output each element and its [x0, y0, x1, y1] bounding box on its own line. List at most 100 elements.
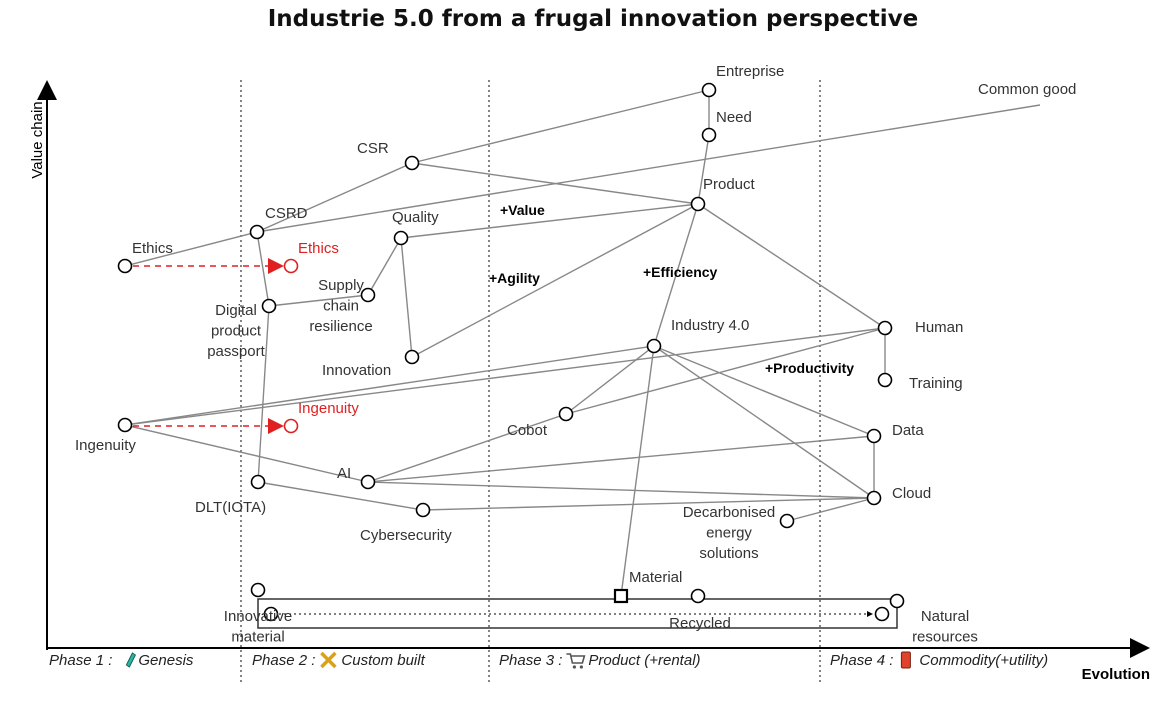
- node-training[interactable]: Training: [877, 372, 963, 393]
- edge-quality-product: [400, 203, 699, 239]
- material-cycle-box: [257, 598, 898, 629]
- x-axis-label: Evolution: [1082, 666, 1150, 683]
- node-label: DLT(IOTA): [195, 499, 266, 516]
- edge-product-industry40: [653, 203, 699, 347]
- node-marker: [877, 372, 893, 388]
- node-marker: [701, 82, 717, 98]
- edge-ingenuity-ai: [124, 424, 369, 483]
- node-innovation[interactable]: Innovation: [322, 349, 420, 380]
- edge-csr-entreprise: [411, 89, 710, 164]
- edge-supply-quality: [367, 237, 402, 296]
- node-marker: [779, 513, 795, 529]
- node-label: Cloud: [892, 485, 931, 502]
- phase-name: Product (+rental): [588, 652, 700, 669]
- node-ethics[interactable]: Ethics: [117, 240, 173, 274]
- node-ai[interactable]: AI: [337, 465, 376, 490]
- phase-3: Phase 3 :Product (+rental): [499, 652, 701, 669]
- phase-labels: Phase 1 :Genesis Phase 2 :Custom built Pha…: [49, 651, 1048, 669]
- edge-ingenuity-industry40: [124, 345, 655, 426]
- edge-industry40-material: [620, 345, 655, 597]
- node-label: Ingenuity: [298, 400, 359, 417]
- node-label: energy: [706, 525, 752, 542]
- node-label: AI: [337, 465, 351, 482]
- test-tube-icon: [125, 652, 137, 668]
- node-label: Cybersecurity: [360, 527, 452, 544]
- node-marker: [558, 406, 574, 422]
- node-marker: [117, 258, 133, 274]
- node-marker: [701, 127, 717, 143]
- node-marker: [866, 428, 882, 444]
- node-label: Decarbonised: [683, 504, 776, 521]
- node-need[interactable]: Need: [701, 109, 752, 143]
- tools-icon: [320, 651, 337, 669]
- edge-ai-data: [367, 435, 875, 483]
- node-marker: [117, 417, 133, 433]
- node-marker: [404, 349, 420, 365]
- node-label: Material: [629, 569, 682, 586]
- annotation-label: +Agility: [489, 270, 540, 286]
- node-marker: [250, 582, 266, 598]
- node-marker: [249, 224, 265, 240]
- node-marker: [877, 320, 893, 336]
- edge-dpp-supply: [268, 294, 369, 307]
- node-label: product: [211, 323, 262, 340]
- edge-csrd-csr: [256, 162, 413, 233]
- node-human[interactable]: Human: [877, 319, 964, 336]
- edge-need-product: [697, 134, 710, 205]
- node-label: Product: [703, 176, 756, 193]
- node-label: Digital: [215, 302, 257, 319]
- battery-icon: [900, 651, 911, 669]
- annotation-label: +Efficiency: [643, 264, 718, 280]
- node-cloud[interactable]: Cloud: [866, 485, 932, 506]
- phase-name: Genesis: [138, 652, 194, 669]
- node-industry40[interactable]: Industry 4.0: [646, 317, 750, 354]
- node-cyber[interactable]: Cybersecurity: [360, 502, 452, 545]
- edge-industry40-cloud: [653, 345, 875, 499]
- node-ethics-future[interactable]: Ethics: [283, 240, 339, 274]
- node-label: Supply: [318, 277, 364, 294]
- node-csrd[interactable]: CSRD: [249, 205, 308, 240]
- node-label: Cobot: [507, 422, 548, 439]
- node-label: Quality: [392, 209, 439, 226]
- annotation-label: +Productivity: [765, 360, 854, 376]
- phase-name: Commodity(+utility): [919, 652, 1048, 669]
- node-material[interactable]: Material: [613, 569, 682, 604]
- node-ingenuity[interactable]: Ingenuity: [75, 417, 136, 455]
- node-marker: [360, 287, 376, 303]
- phase-2: Phase 2 :Custom built: [252, 651, 426, 669]
- edge-innovation-product: [411, 203, 699, 358]
- node-cobot[interactable]: Cobot: [507, 406, 574, 440]
- edge-csrd-dpp: [256, 231, 270, 307]
- node-data[interactable]: Data: [866, 422, 925, 444]
- node-marker: [415, 502, 431, 518]
- edge-dlt-cyber: [257, 481, 424, 511]
- node-label: Data: [892, 422, 924, 439]
- node-marker: [613, 588, 629, 604]
- node-marker: [690, 196, 706, 212]
- edge-quality-innovation: [400, 237, 413, 358]
- node-ingenuity-future[interactable]: Ingenuity: [283, 400, 360, 434]
- node-csr[interactable]: CSR: [357, 140, 420, 171]
- phase-1: Phase 1 :Genesis: [49, 652, 194, 669]
- node-quality[interactable]: Quality: [392, 209, 439, 246]
- node-dlt[interactable]: DLT(IOTA): [195, 474, 266, 517]
- y-axis-label: Value chain: [29, 101, 46, 178]
- node-marker: [404, 155, 420, 171]
- node-product[interactable]: Product: [690, 176, 756, 212]
- node-entreprise[interactable]: Entreprise: [701, 63, 785, 98]
- node-marker: [646, 338, 662, 354]
- node-marker: [250, 474, 266, 490]
- node-commongood[interactable]: Common good: [978, 81, 1076, 98]
- node-label: Ethics: [132, 240, 173, 257]
- node-label: Need: [716, 109, 752, 126]
- node-label: Natural: [921, 608, 969, 625]
- node-recycled[interactable]: Recycled: [669, 588, 731, 633]
- edge-industry40-cobot: [565, 345, 655, 415]
- node-label: Recycled: [669, 615, 731, 632]
